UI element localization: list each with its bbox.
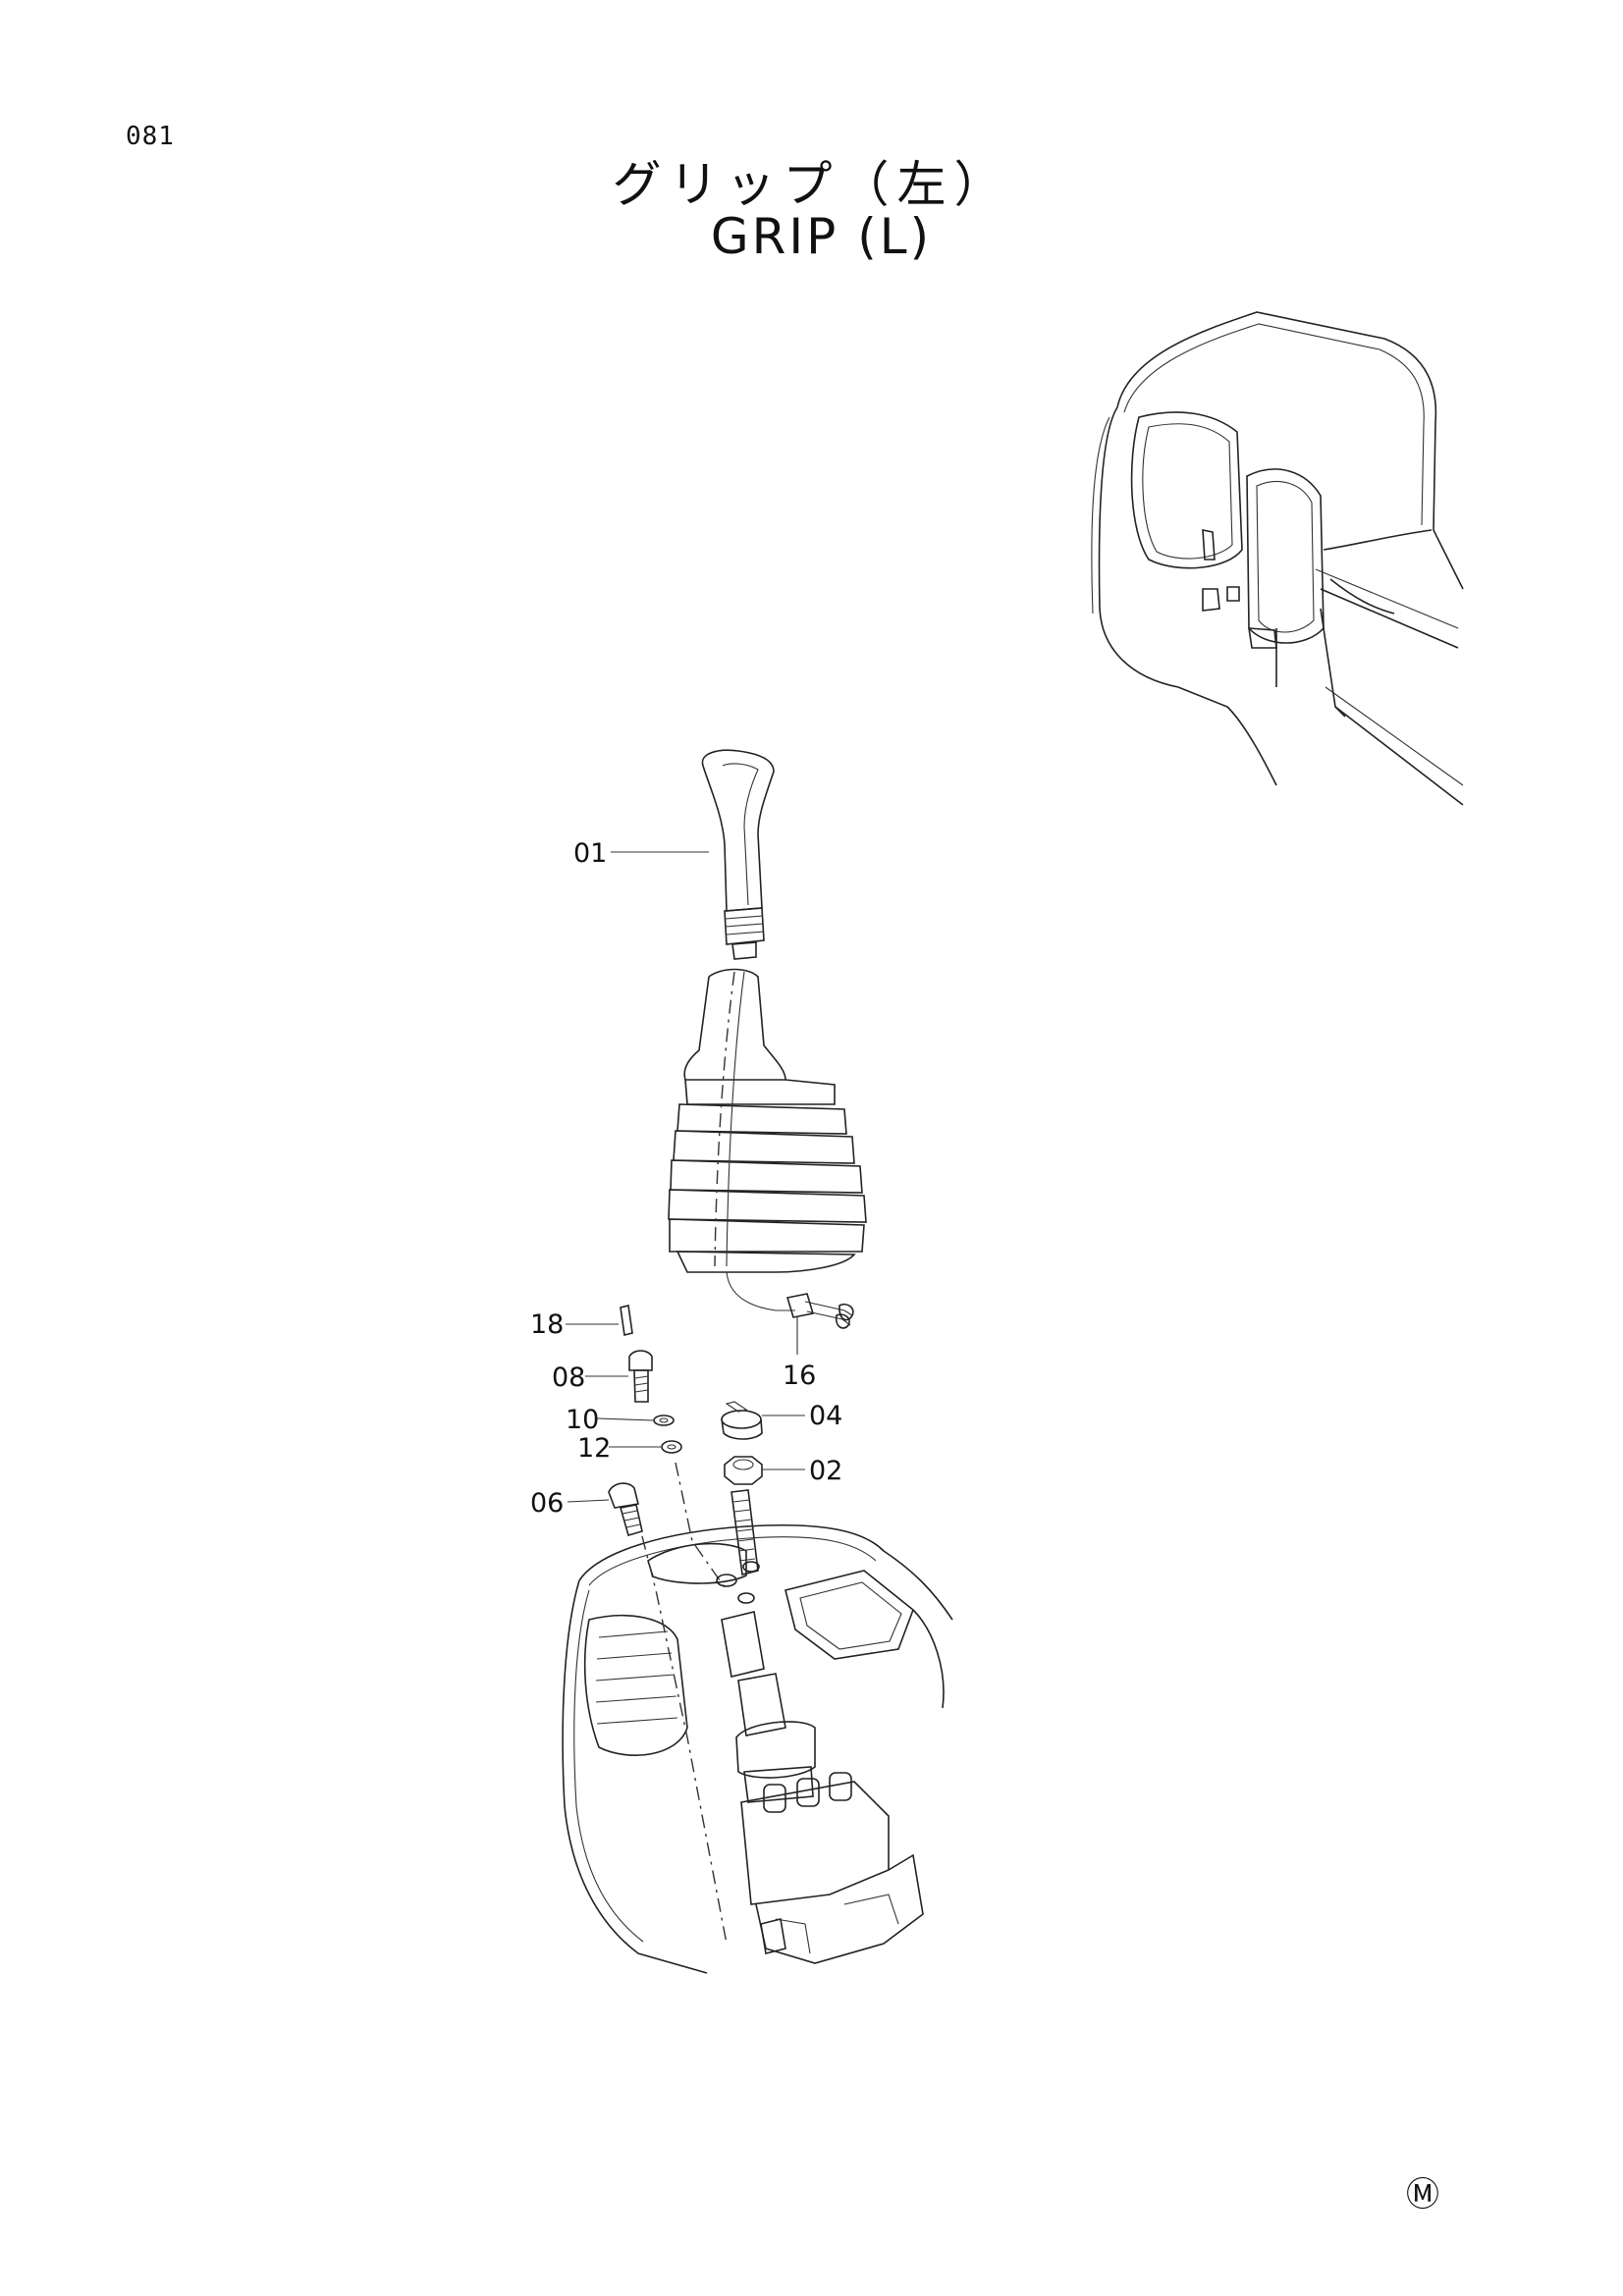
pin-part-18: [620, 1305, 633, 1336]
callout-01: 01: [573, 838, 607, 869]
callout-04: 04: [809, 1401, 842, 1431]
page-title-english: GRIP (L): [710, 208, 933, 265]
callout-18: 18: [530, 1309, 564, 1340]
callout-leaders: [566, 851, 805, 1503]
washer-part-12: [661, 1440, 682, 1454]
cab-overview-illustration: [1091, 311, 1464, 806]
callout-16: 16: [783, 1361, 816, 1391]
cap-part-04: [721, 1401, 763, 1440]
bolt-part-06: [608, 1482, 643, 1536]
callout-02: 02: [809, 1456, 842, 1486]
bolt-part-08: [628, 1350, 653, 1403]
callout-10: 10: [566, 1405, 599, 1435]
callout-06: 06: [530, 1488, 564, 1519]
callout-12: 12: [577, 1433, 611, 1464]
page-number: 081: [126, 122, 175, 151]
grip-knob-part-01: [701, 749, 775, 960]
nut-part-02: [724, 1456, 763, 1485]
page-title-japanese: グリップ（左）: [612, 156, 1011, 213]
console-and-pilot-valve: [562, 1462, 953, 1974]
washer-part-10: [653, 1415, 675, 1426]
callout-labels: 01 18 08 10 12 06 16 04 02: [530, 838, 842, 1519]
lever-boot: [668, 968, 867, 1311]
footer-mark: Ⓜ: [1406, 2175, 1439, 2215]
callout-08: 08: [552, 1362, 585, 1393]
harness-clip-part-16: [785, 1293, 854, 1329]
